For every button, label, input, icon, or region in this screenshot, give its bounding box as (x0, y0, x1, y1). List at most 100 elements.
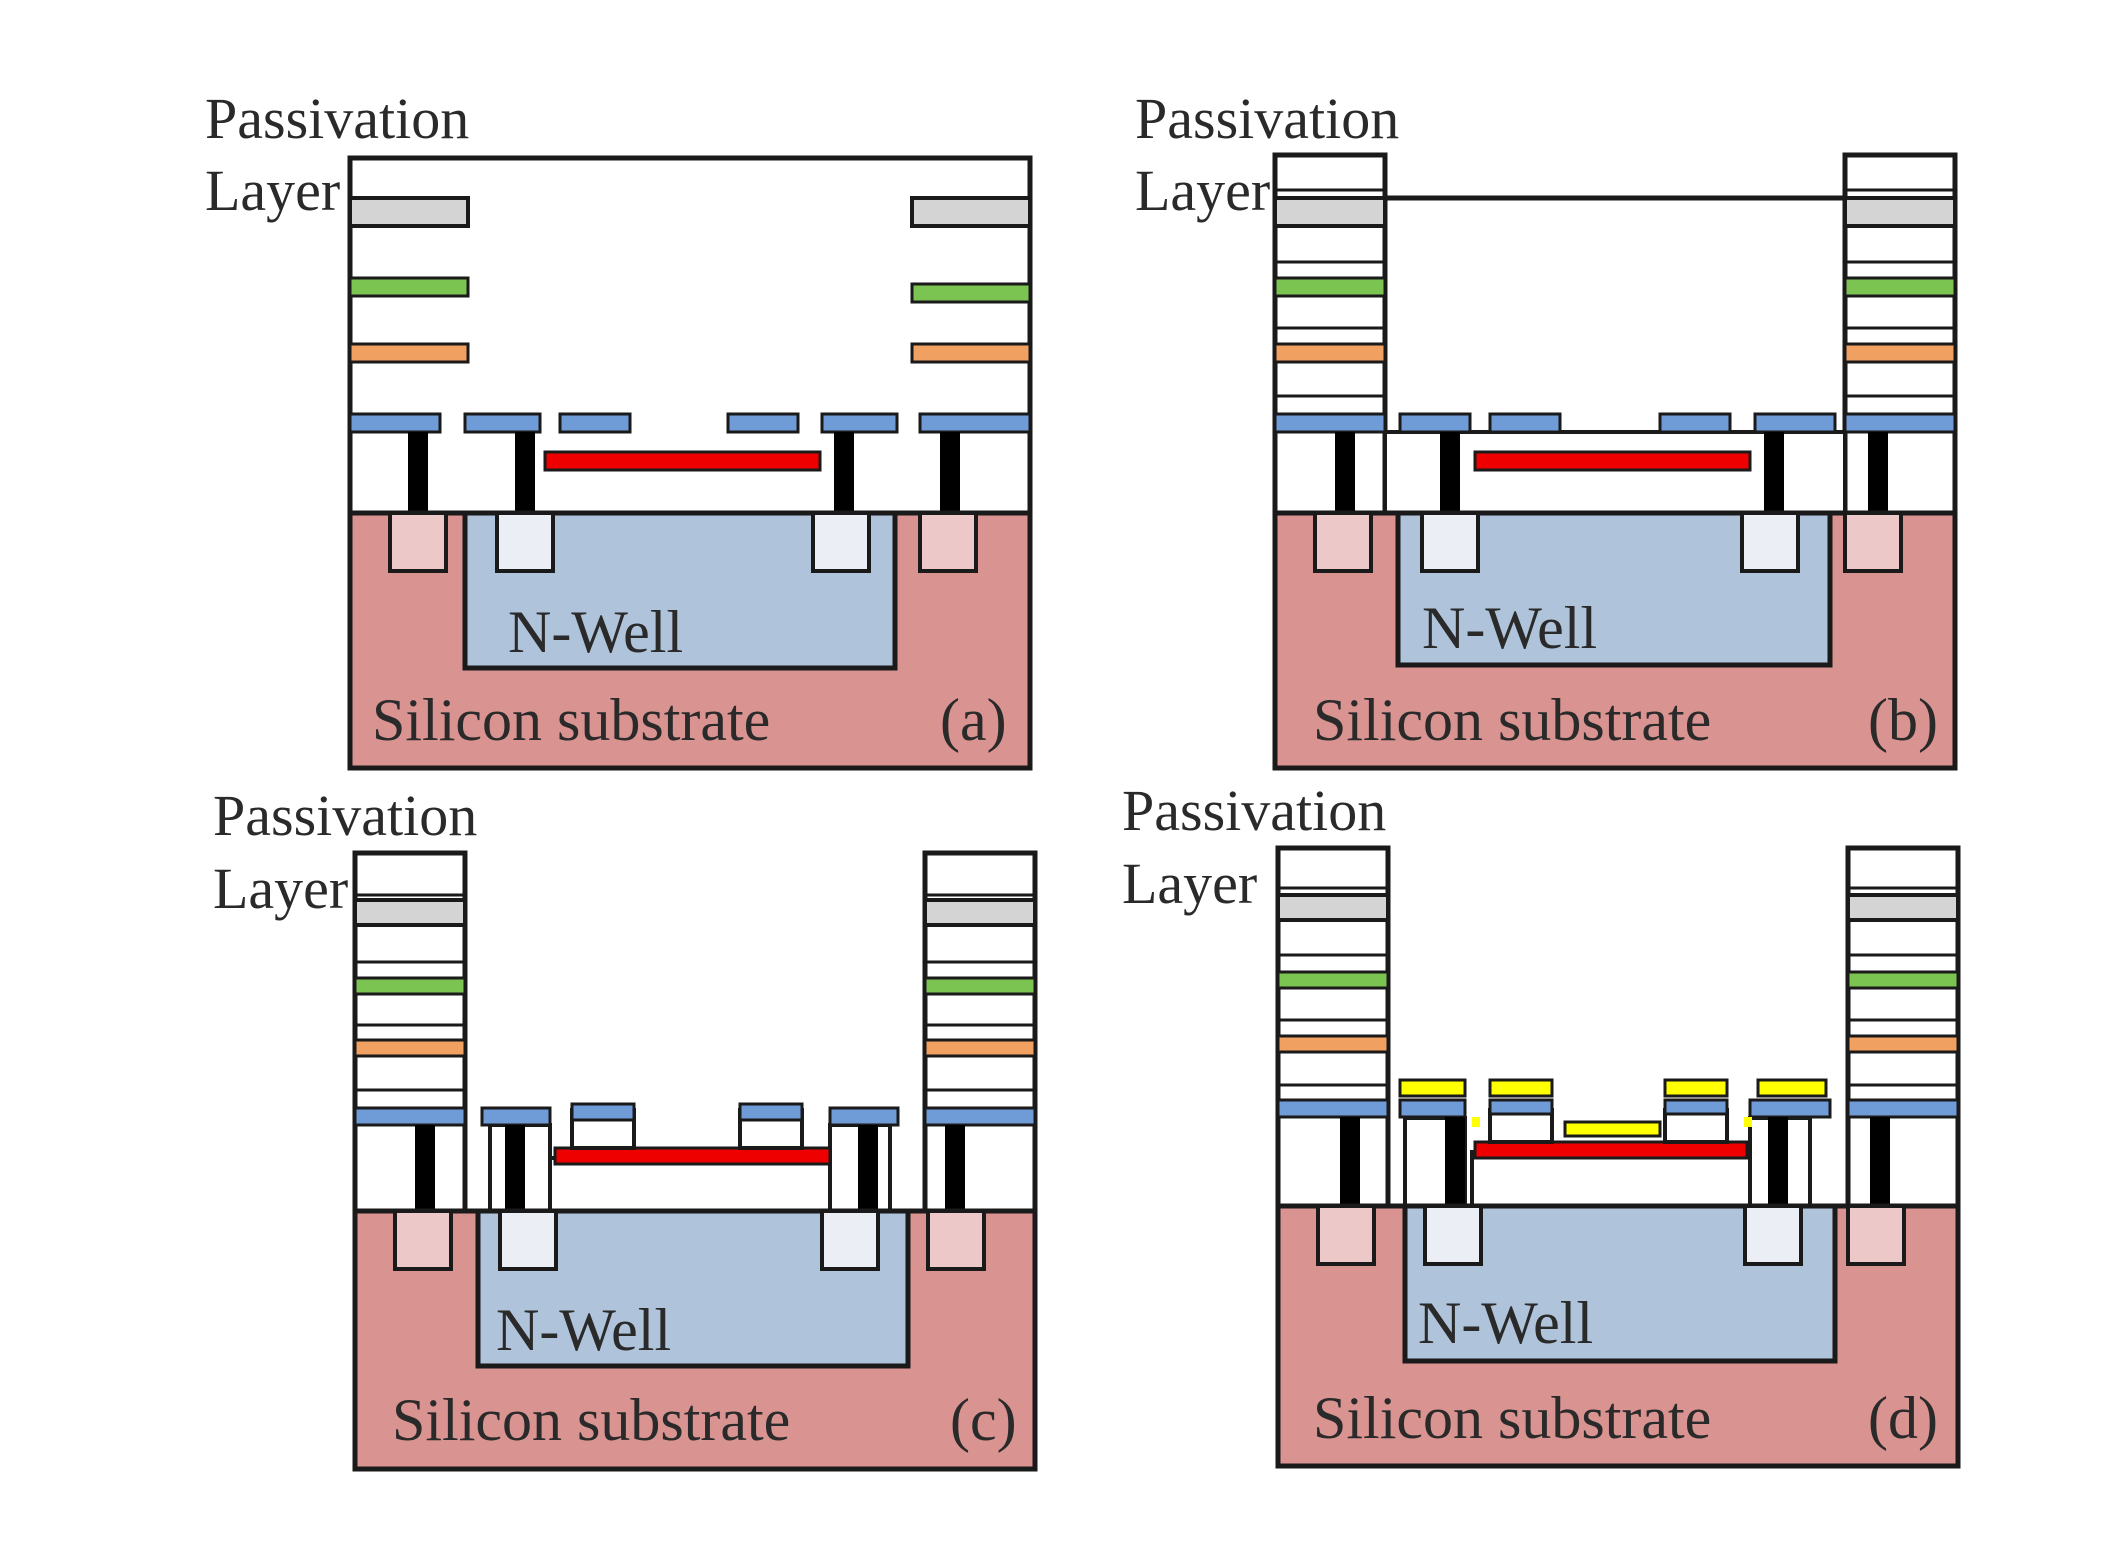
n-well-label: N-Well (496, 1297, 671, 1363)
metal-orange-right (923, 1038, 1037, 1058)
passivation-metal-right (1846, 893, 1960, 922)
panel-tag: (c) (950, 1387, 1017, 1453)
metal1-electrode-left (558, 412, 632, 434)
metal-orange-right (1846, 1034, 1960, 1054)
gold-right-inner (1756, 1078, 1828, 1098)
via (1445, 1117, 1465, 1206)
n-diffusion-right (1743, 1204, 1803, 1266)
metal1-right-outer (918, 412, 1032, 434)
metal1-electrode-right (726, 412, 800, 434)
p-diffusion-left (1313, 511, 1373, 573)
passivation-metal-right (923, 898, 1037, 927)
metal-green-right (923, 976, 1037, 996)
metal-green-left (1276, 970, 1390, 990)
metal-orange-left (348, 342, 470, 364)
passivation-metal-right (910, 196, 1032, 228)
metal-green-left (1273, 276, 1387, 298)
via (515, 432, 535, 514)
metal1-electrode-right (1658, 412, 1732, 434)
passivation-metal-left (353, 898, 467, 927)
p-diffusion-left (1316, 1204, 1376, 1266)
gold-electrode-right (1663, 1078, 1729, 1098)
metal1-left-inner (480, 1106, 552, 1127)
metal1-left-outer (348, 412, 442, 434)
metal1-electrode-left (1488, 1098, 1554, 1116)
passivation-label-line2: Layer (205, 158, 340, 223)
poly-layer (553, 1146, 832, 1166)
n-well-label: N-Well (1418, 1290, 1593, 1356)
metal-green-right (910, 282, 1032, 304)
suspended-bridge (1470, 1150, 1752, 1208)
gold-sidewall-right (1744, 1117, 1752, 1127)
passivation-label-line1: Passivation (213, 783, 477, 848)
metal-orange-left (1273, 342, 1387, 364)
p-diffusion-left (388, 511, 448, 573)
metal1-left-inner (463, 412, 542, 434)
n-diffusion-left (1420, 511, 1480, 573)
p-diffusion-right (1843, 511, 1903, 573)
metal1-left-inner (1398, 412, 1472, 434)
metal1-electrode-right (738, 1102, 804, 1122)
via (940, 432, 960, 514)
n-well-label: N-Well (1422, 595, 1597, 661)
p-diffusion-right (918, 511, 978, 573)
gold-left-inner (1398, 1078, 1467, 1098)
via (1440, 432, 1460, 514)
metal-orange-right (910, 342, 1032, 364)
panel-b: Passivation Layer (1135, 86, 1958, 771)
metal1-right-inner (1748, 1098, 1832, 1119)
metal-orange-left (1276, 1034, 1390, 1054)
p-diffusion-left (393, 1209, 453, 1271)
metal-green-left (348, 276, 470, 298)
via (945, 1125, 965, 1211)
metal1-right-inner (820, 412, 899, 434)
substrate-label: Silicon substrate (1313, 1385, 1711, 1451)
metal1-right-outer (923, 1106, 1037, 1127)
metal1-left-outer (1276, 1098, 1390, 1119)
metal1-electrode-right (1663, 1098, 1729, 1116)
via (1768, 1117, 1788, 1206)
poly-layer (1473, 1140, 1749, 1160)
via (1340, 1117, 1360, 1206)
panel-tag: (a) (940, 687, 1007, 753)
via (858, 1125, 878, 1211)
passivation-metal-right (1843, 196, 1957, 228)
via (505, 1125, 525, 1211)
metal1-electrode-left (570, 1102, 636, 1122)
metal-green-left (353, 976, 467, 996)
passivation-label-line1: Passivation (1122, 778, 1386, 843)
passivation-label-line2: Layer (1135, 158, 1270, 223)
p-diffusion-right (1846, 1204, 1906, 1266)
n-diffusion-left (498, 1209, 558, 1271)
metal1-right-inner (1753, 412, 1837, 434)
via (1335, 432, 1355, 514)
panel-c: Passivation Layer (213, 783, 1038, 1472)
passivation-label-line1: Passivation (205, 86, 469, 151)
metal1-left-outer (1273, 412, 1387, 434)
passivation-label-line1: Passivation (1135, 86, 1399, 151)
passivation-label-line2: Layer (213, 856, 348, 921)
panel-a: Passivation Layer (205, 86, 1033, 771)
metal1-left-outer (353, 1106, 467, 1127)
via (834, 432, 854, 514)
metal1-right-inner (828, 1106, 900, 1127)
passivation-metal-left (348, 196, 470, 228)
n-diffusion-right (820, 1209, 880, 1271)
poly-layer (543, 450, 822, 472)
metal-orange-right (1843, 342, 1957, 364)
metal-green-right (1843, 276, 1957, 298)
via (1868, 432, 1888, 514)
panel-tag: (b) (1868, 687, 1938, 753)
gold-bridge-layer (1563, 1120, 1662, 1138)
metal1-right-outer (1843, 412, 1957, 434)
n-diffusion-left (495, 511, 555, 573)
n-diffusion-right (811, 511, 871, 573)
panel-d: Passivation Layer (1122, 778, 1961, 1469)
metal-green-right (1846, 970, 1960, 990)
substrate-label: Silicon substrate (372, 687, 770, 753)
via (415, 1125, 435, 1211)
passivation-metal-left (1273, 196, 1387, 228)
via (1870, 1117, 1890, 1206)
via (408, 432, 428, 514)
